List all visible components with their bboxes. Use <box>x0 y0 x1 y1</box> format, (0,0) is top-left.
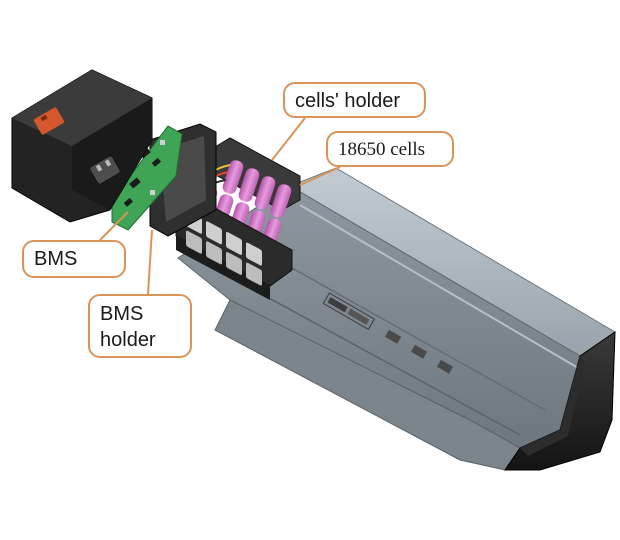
leader-cells-holder <box>271 117 306 161</box>
charge-indicator-icon <box>33 107 65 135</box>
leader-cells <box>299 166 341 186</box>
bms-holder-callout: BMS holder <box>88 294 192 358</box>
end-cap <box>504 331 616 471</box>
casing-logo <box>322 292 454 374</box>
cells-top-row <box>222 160 292 218</box>
leader-bms-holder <box>147 229 153 295</box>
cells-holder-callout: cells' holder <box>283 82 426 118</box>
bms-callout: BMS <box>22 240 126 278</box>
leader-lines <box>99 117 341 295</box>
top-cover <box>11 69 153 223</box>
leader-bms <box>99 211 129 241</box>
cells-callout: 18650 cells <box>326 131 454 167</box>
cell-pack <box>175 137 301 300</box>
front-cell-holder <box>175 199 293 300</box>
bms-board <box>111 125 183 231</box>
power-socket-icon <box>89 155 121 185</box>
